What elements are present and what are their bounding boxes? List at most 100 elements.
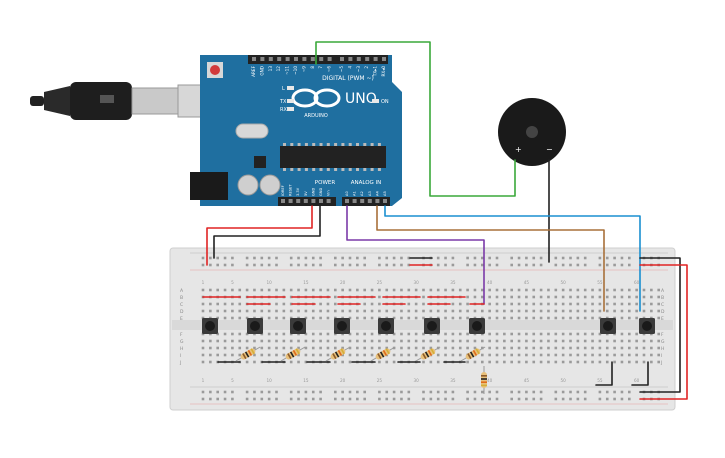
breadboard-hole <box>569 346 572 350</box>
column-number: 5 <box>231 378 234 383</box>
breadboard-hole <box>216 309 219 313</box>
resistor-band <box>469 351 475 358</box>
push-button[interactable] <box>247 318 263 334</box>
rail-hole <box>245 390 249 394</box>
chip-pin <box>283 168 286 171</box>
resistor <box>325 346 351 362</box>
digital-pin-label: ~5 <box>339 66 344 73</box>
resistor-band <box>332 353 337 360</box>
push-buttons[interactable] <box>202 318 655 334</box>
breadboard-hole <box>598 339 602 343</box>
breadboard-hole <box>451 332 455 336</box>
breadboard-hole <box>525 288 528 292</box>
resistor-band <box>292 349 298 356</box>
breadboard-hole <box>238 332 242 336</box>
digital-pin-label: AREF <box>251 65 256 76</box>
power-pin-hole <box>281 199 285 203</box>
breadboard-hole <box>400 309 403 313</box>
breadboard-hole <box>378 346 381 350</box>
breadboard-hole <box>591 346 594 350</box>
breadboard-hole <box>363 332 366 336</box>
usb-cable <box>30 82 203 120</box>
push-button[interactable] <box>334 318 350 334</box>
analog-pin-label: A4 <box>375 191 379 196</box>
rail-hole <box>510 390 513 394</box>
breadboard-hole <box>539 339 543 343</box>
push-button[interactable] <box>424 318 440 334</box>
breadboard-hole <box>510 295 513 299</box>
push-button[interactable] <box>600 318 616 334</box>
breadboard-hole <box>503 288 506 292</box>
rail-hole <box>613 397 616 401</box>
row-letter: E <box>661 316 664 322</box>
breadboard-hole <box>561 332 565 336</box>
breadboard-hole <box>334 295 337 299</box>
power-pin-hole <box>311 199 316 203</box>
breadboard-hole <box>304 332 308 336</box>
rail-hole <box>260 263 264 267</box>
rail-hole <box>613 390 616 394</box>
rail-hole <box>605 256 609 260</box>
power-pin-label: RESET <box>289 184 293 196</box>
rail-hole <box>348 397 352 401</box>
rail-hole <box>201 256 205 260</box>
rail-hole <box>554 263 558 267</box>
push-button-cap <box>603 321 613 331</box>
push-button[interactable] <box>378 318 394 334</box>
breadboard-hole <box>620 353 624 357</box>
breadboard-hole <box>304 360 308 364</box>
breadboard-hole <box>356 332 359 336</box>
push-button[interactable] <box>290 318 306 334</box>
rail-hole <box>253 263 256 267</box>
breadboard-hole <box>569 332 572 336</box>
digital-pin-hole <box>302 57 307 61</box>
rail-hole <box>436 397 440 401</box>
breadboard-hole <box>466 295 469 299</box>
rail-hole <box>561 263 565 267</box>
breadboard-hole <box>253 288 256 292</box>
breadboard-hole <box>503 353 506 357</box>
power-pin-hole <box>288 199 293 203</box>
chip-pin <box>334 143 338 146</box>
rail-hole <box>356 263 359 267</box>
push-button[interactable] <box>202 318 218 334</box>
digital-pin-label: ~6 <box>327 66 332 73</box>
breadboard-hole <box>510 339 513 343</box>
piezo-buzzer[interactable]: + − <box>498 98 566 166</box>
breadboard-hole <box>635 360 638 364</box>
breadboard-hole <box>304 339 308 343</box>
breadboard-hole <box>260 316 264 320</box>
breadboard-hole <box>223 288 227 292</box>
breadboard-hole <box>488 353 491 357</box>
breadboard-hole <box>635 353 638 357</box>
breadboard-hole <box>458 339 462 343</box>
usb-port <box>177 84 203 118</box>
push-button[interactable] <box>469 318 485 334</box>
breadboard-hole <box>525 309 528 313</box>
push-button[interactable] <box>639 318 655 334</box>
breadboard-hole <box>569 309 572 313</box>
resistor-band <box>422 353 427 360</box>
breadboard-hole <box>510 302 513 306</box>
rail-hole <box>260 256 264 260</box>
breadboard-hole <box>591 332 594 336</box>
breadboard-hole <box>495 332 499 336</box>
breadboard-hole <box>458 288 462 292</box>
breadboard-hole <box>378 360 381 364</box>
breadboard-hole <box>356 309 359 313</box>
breadboard-hole <box>304 309 308 313</box>
breadboard-hole <box>304 346 308 350</box>
rail-hole <box>363 397 366 401</box>
breadboard-hole <box>547 360 550 364</box>
digital-pin-hole <box>340 57 344 61</box>
breadboard-hole <box>650 302 653 306</box>
breadboard-hole <box>620 332 624 336</box>
chip-pin <box>363 143 367 146</box>
reset-button[interactable] <box>210 65 220 75</box>
power-pin-label: GND <box>319 188 323 196</box>
rail-hole <box>495 390 499 394</box>
breadboard-hole <box>569 288 572 292</box>
